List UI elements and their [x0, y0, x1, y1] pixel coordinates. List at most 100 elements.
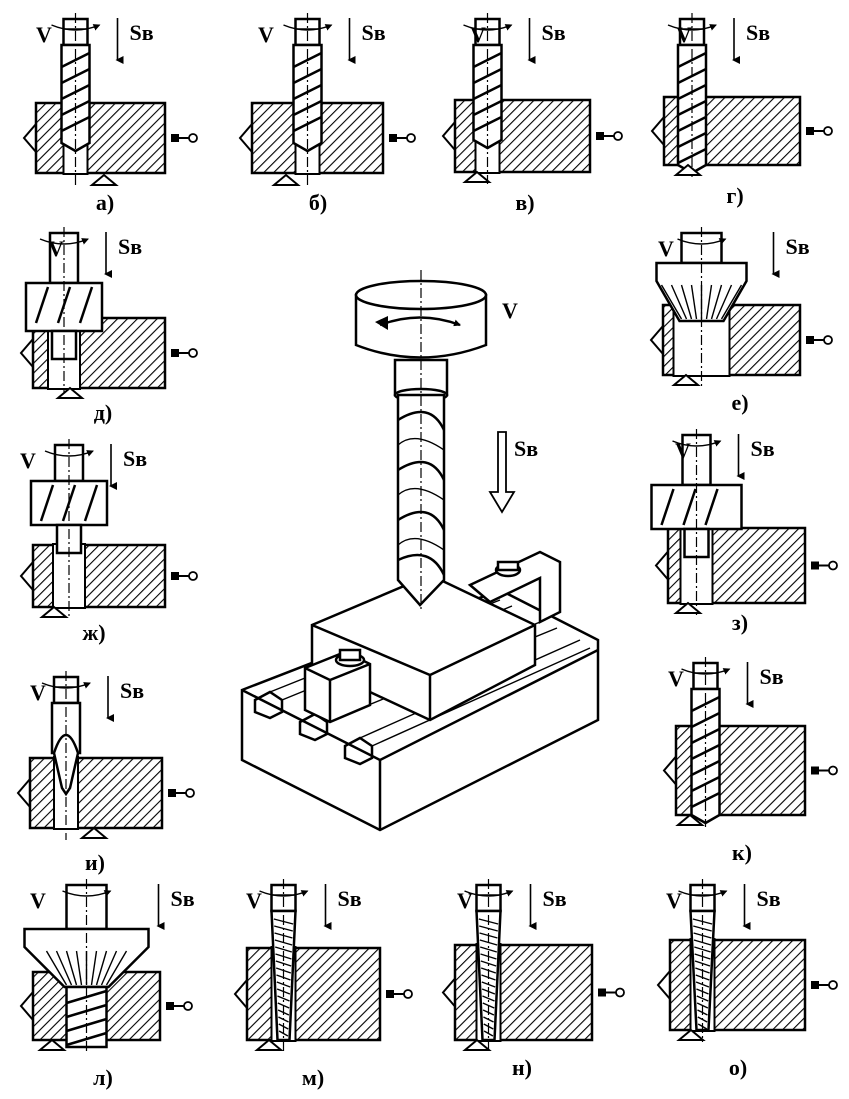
reamer-tool — [690, 657, 721, 827]
clamp-force-symbol — [597, 987, 625, 998]
feed-label: Sв — [362, 20, 386, 45]
side-support-symbol — [650, 325, 664, 355]
speed-label: V — [246, 888, 262, 913]
clamp-force-symbol — [170, 133, 198, 143]
countersink-tool — [655, 227, 748, 387]
workpiece — [245, 946, 382, 1042]
clamp-force-symbol — [165, 1001, 193, 1011]
panel-caption: а) — [96, 190, 114, 215]
panel-g: V Sв г) — [651, 13, 833, 208]
panel-caption: о) — [729, 1055, 747, 1080]
feed-label: Sв — [746, 20, 770, 45]
rotation-arrow — [672, 440, 722, 447]
feed-label: Sв — [786, 234, 810, 259]
panel-b: V Sв б) — [239, 13, 416, 215]
twist-drill-tool — [472, 13, 503, 184]
speed-label: V — [30, 680, 46, 705]
side-support-symbol — [20, 991, 34, 1021]
speed-label: V — [470, 22, 486, 47]
rotation-arrow — [283, 24, 333, 31]
feed-label: Sв — [760, 664, 784, 689]
speed-label: V — [675, 438, 691, 463]
panel-caption: м) — [302, 1065, 324, 1090]
clamp-force-symbol — [805, 126, 833, 136]
feed-label: Sв — [757, 886, 781, 911]
speed-label: V — [666, 888, 682, 913]
side-support-symbol — [239, 123, 253, 153]
rotation-arrow — [41, 682, 91, 689]
rotation-arrow — [677, 238, 727, 245]
workpiece — [28, 756, 164, 830]
panel-a: V Sв а) — [23, 13, 198, 215]
taper-drill-tool — [270, 879, 297, 1052]
feed-label: Sв — [120, 678, 144, 703]
center-drill-fixture-illustration: V Sв — [240, 270, 600, 832]
side-support-symbol — [234, 979, 248, 1009]
core-drill-tool — [29, 439, 109, 619]
rotation-arrow — [678, 890, 728, 897]
rotation-arrow — [463, 24, 513, 31]
panel-caption: г) — [726, 183, 743, 208]
rotation-arrow — [44, 450, 94, 457]
panel-caption: ж) — [82, 620, 105, 645]
combined-countersink-tool — [23, 879, 150, 1052]
side-support-symbol — [20, 561, 34, 591]
panel-caption: н) — [512, 1055, 532, 1080]
side-support-symbol — [17, 778, 31, 808]
speed-label: V — [30, 888, 46, 913]
rotation-arrow — [259, 890, 309, 897]
clamp-force-symbol — [805, 335, 833, 345]
side-support-symbol — [663, 755, 677, 786]
rotation-arrow — [39, 238, 89, 245]
speed-label: V — [457, 888, 473, 913]
feed-label: Sв — [751, 436, 775, 461]
panel-m: V Sв м) — [234, 879, 413, 1090]
feed-label: Sв — [542, 20, 566, 45]
speed-label: V — [668, 666, 684, 691]
feed-label: Sв — [130, 20, 154, 45]
feed-label: Sв — [171, 886, 195, 911]
panel-o: V Sв о) — [657, 879, 838, 1080]
side-support-symbol — [651, 116, 665, 146]
feed-label: Sв — [338, 886, 362, 911]
twist-drill-tool — [60, 13, 91, 185]
speed-label: V — [658, 236, 674, 261]
clamp-force-symbol — [170, 348, 198, 358]
side-support-symbol — [20, 338, 34, 368]
feed-label: Sв — [543, 886, 567, 911]
feed-label: Sв — [123, 446, 147, 471]
bottom-support-symbol — [273, 174, 299, 186]
center-feed-label: Sв — [514, 436, 538, 461]
side-support-symbol — [442, 977, 456, 1008]
gun-drill-tool — [676, 13, 708, 177]
rotation-arrow — [681, 668, 731, 675]
clamp-force-symbol — [170, 571, 198, 581]
speed-label: V — [258, 22, 274, 47]
clamp-force-symbol — [810, 560, 838, 571]
side-support-symbol — [655, 550, 669, 581]
clamp-force-symbol — [810, 765, 838, 776]
panel-caption: д) — [94, 400, 112, 425]
speed-label: V — [36, 22, 52, 47]
taper-reamer-tool — [689, 879, 716, 1042]
clamp-force-symbol — [385, 989, 413, 999]
panel-e: V Sв е) — [650, 227, 833, 415]
panel-caption: б) — [309, 190, 327, 215]
rotation-arrow — [62, 890, 112, 897]
side-support-symbol — [442, 121, 456, 151]
panel-caption: з) — [732, 610, 748, 635]
counterbore-tool — [24, 227, 104, 400]
bottom-support-symbol — [81, 827, 107, 839]
panel-caption: л) — [93, 1065, 113, 1090]
bottom-support-symbol — [91, 174, 117, 186]
panel-caption: е) — [731, 390, 748, 415]
speed-label: V — [676, 22, 692, 47]
spotfacer-tool — [650, 429, 743, 615]
clamp-force-symbol — [388, 133, 416, 143]
